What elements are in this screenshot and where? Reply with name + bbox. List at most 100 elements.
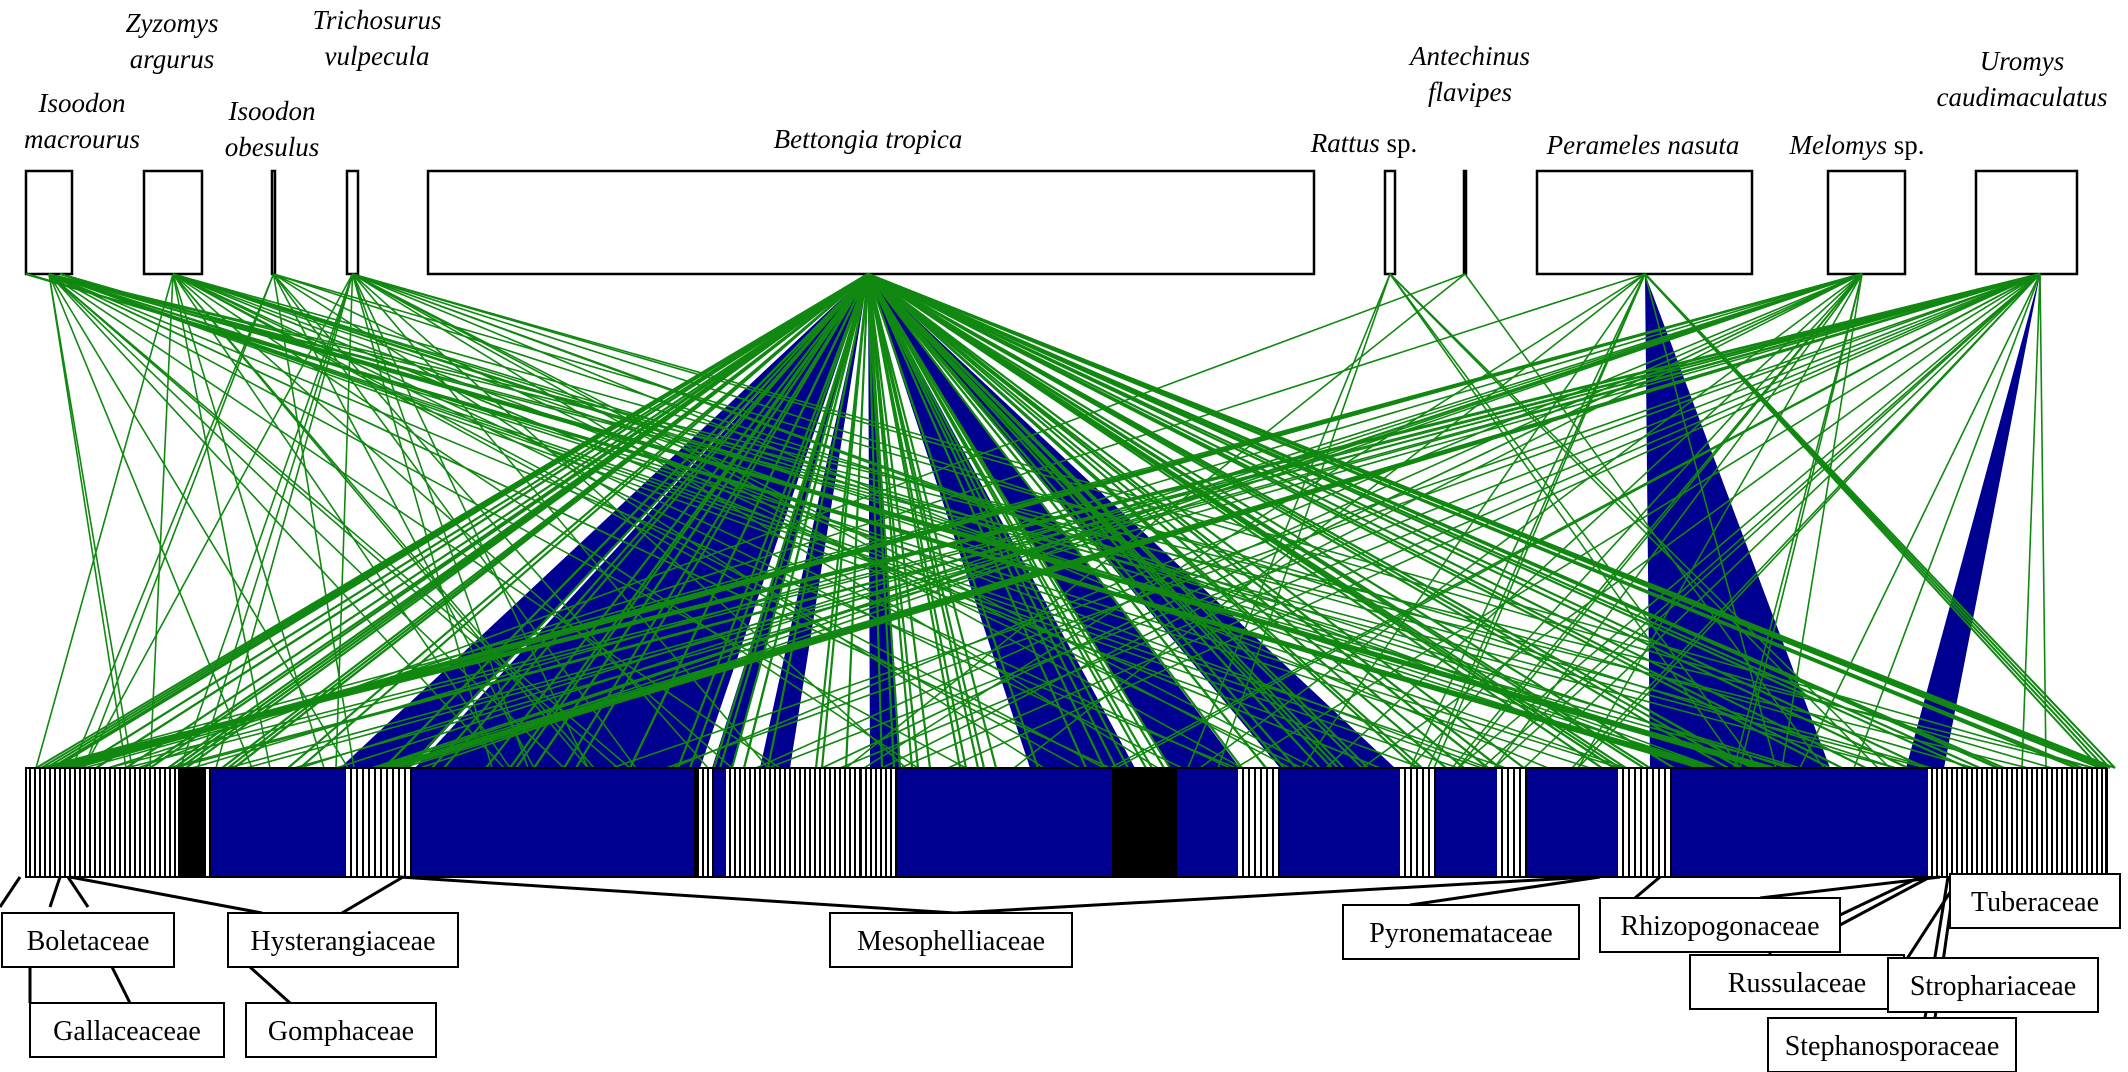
fungal-taxon-stripe-edge bbox=[2061, 768, 2063, 877]
fungal-taxon-stripe-edge bbox=[809, 768, 811, 877]
fungal-taxon-stripe-edge bbox=[1404, 768, 1406, 877]
fungal-taxon-stripe bbox=[1988, 768, 1991, 877]
fungal-taxon-stripe bbox=[699, 768, 702, 877]
fungal-taxon-stripe-edge bbox=[1634, 768, 1636, 877]
fungal-taxon-stripe-edge bbox=[1936, 768, 1938, 877]
interaction-link bbox=[766, 273, 870, 769]
fungal-taxon-stripe bbox=[358, 768, 362, 877]
interaction-link bbox=[172, 273, 271, 769]
family-box-frame bbox=[829, 912, 1073, 968]
fungal-taxon-stripe bbox=[882, 768, 885, 877]
family-box-frame bbox=[245, 1002, 437, 1058]
species-label-suffix: sp. bbox=[1887, 130, 1925, 160]
fungal-taxon-stripe bbox=[2038, 768, 2041, 877]
fungal-taxon-stripe bbox=[364, 768, 368, 877]
fungal-taxon-stripe bbox=[1256, 768, 1260, 877]
fungal-taxon-stripe-edge bbox=[865, 768, 867, 877]
fungal-taxon-stripe bbox=[1993, 768, 1996, 877]
fungal-taxon-stripe-edge bbox=[1507, 768, 1509, 877]
fungal-taxon-stripe-edge bbox=[774, 768, 776, 877]
fungal-taxon-stripe bbox=[101, 768, 104, 877]
fungal-taxon-stripe-edge bbox=[734, 768, 736, 877]
interaction-link bbox=[1493, 273, 2041, 769]
fungal-taxon-stripe bbox=[2048, 768, 2051, 877]
fungal-taxon-stripe-edge bbox=[1525, 768, 1527, 877]
fungal-taxon-stripe bbox=[2008, 768, 2011, 877]
fungal-taxon-stripe bbox=[867, 768, 870, 877]
fungal-taxon-stripe bbox=[2073, 768, 2076, 877]
interaction-link bbox=[1389, 273, 1879, 769]
fungal-taxon-stripe-edge bbox=[2026, 768, 2028, 877]
family-connector-line bbox=[1839, 875, 1931, 927]
fungal-taxon-stripe bbox=[382, 768, 386, 877]
fungal-taxon-stripe-edge bbox=[2101, 768, 2103, 877]
interaction-link bbox=[352, 273, 2053, 769]
fungal-taxon-stripe bbox=[1418, 768, 1422, 877]
fungal-taxon-stripe-edge bbox=[754, 768, 756, 877]
fungal-taxon-stripe-edge bbox=[844, 768, 846, 877]
fungal-taxon-stripe bbox=[151, 768, 154, 877]
species-label-bettongia-tropica: Bettongia tropica bbox=[774, 124, 963, 154]
interaction-link bbox=[814, 273, 870, 769]
interaction-link bbox=[867, 273, 1243, 769]
fungal-taxon-stripe bbox=[2088, 768, 2091, 877]
species-label-line: vulpecula bbox=[325, 41, 430, 71]
interaction-link bbox=[83, 273, 275, 769]
fungal-taxon-stripe bbox=[388, 768, 392, 877]
fungal-taxon-stripe bbox=[1928, 768, 1931, 877]
fungal-taxon-stripe-edge bbox=[1951, 768, 1953, 877]
fungal-taxon-stripe-edge bbox=[2006, 768, 2008, 877]
interaction-link bbox=[59, 273, 1776, 769]
fungal-taxon-stripe-edge bbox=[1996, 768, 1998, 877]
interaction-link bbox=[35, 273, 174, 769]
interaction-link bbox=[867, 273, 1129, 769]
fungal-taxon-stripe-edge bbox=[1422, 768, 1424, 877]
interaction-link bbox=[867, 272, 1999, 770]
fungal-taxon-stripe-edge bbox=[819, 768, 821, 877]
family-label-pyronemataceae: Pyronemataceae bbox=[1369, 918, 1552, 949]
interaction-link bbox=[48, 273, 133, 769]
fungal-taxon-stripe-edge bbox=[89, 768, 91, 877]
interaction-link bbox=[443, 273, 869, 769]
species-label-line: Zyzomys bbox=[126, 8, 219, 38]
fungal-taxon-stripe-edge bbox=[39, 768, 41, 877]
fungal-taxon-stripe bbox=[816, 768, 819, 877]
fungal-taxon-stripe-edge bbox=[1242, 768, 1244, 877]
fungal-taxon-stripe-edge bbox=[1664, 768, 1666, 877]
family-connector-line bbox=[0, 876, 22, 908]
fungal-taxon-stripe bbox=[136, 768, 139, 877]
interaction-link bbox=[1389, 273, 1741, 769]
interaction-link bbox=[867, 273, 1927, 769]
fungal-taxon-stripe-edge bbox=[875, 768, 877, 877]
family-connector-line bbox=[248, 965, 292, 1005]
interaction-link bbox=[1235, 273, 2041, 769]
fungal-taxon-stripe-edge bbox=[744, 768, 746, 877]
interaction-link bbox=[371, 273, 1863, 769]
fungal-taxon-stripe bbox=[161, 768, 164, 877]
species-label-line: Antechinus bbox=[1408, 41, 1530, 71]
fungal-taxon-stripe bbox=[131, 768, 134, 877]
species-label-line: Melomys bbox=[1789, 130, 1887, 160]
fungal-taxon-stripe-edge bbox=[79, 768, 81, 877]
fungal-taxon-stripe bbox=[76, 768, 79, 877]
family-box-tuberaceae: Tuberaceae bbox=[1949, 873, 2121, 929]
species-label-line: Uromys bbox=[1980, 46, 2065, 76]
family-box-frame bbox=[227, 912, 459, 968]
species-box-uromys-caudimaculatus bbox=[1974, 169, 2079, 276]
fungal-taxon-stripe bbox=[2058, 768, 2061, 877]
fungal-taxon-stripe-edge bbox=[702, 768, 704, 877]
interaction-link bbox=[1325, 273, 1863, 769]
interaction-link bbox=[172, 273, 511, 769]
fungal-taxon-stripe bbox=[71, 768, 74, 877]
family-label-strophariaceae: Strophariaceae bbox=[1910, 971, 2076, 1002]
interaction-link bbox=[227, 273, 869, 769]
family-label-stephanosporaceae: Stephanosporaceae bbox=[1785, 1031, 2000, 1062]
fungal-taxon-stripe bbox=[811, 768, 814, 877]
fungal-taxon-stripe bbox=[892, 768, 895, 877]
species-box-trichosurus-vulpecula bbox=[345, 169, 360, 276]
family-label-rhizopogonaceae: Rhizopogonaceae bbox=[1620, 911, 1819, 942]
fungal-taxon-stripe-edge bbox=[44, 768, 46, 877]
interaction-link bbox=[1457, 273, 2041, 769]
interaction-link bbox=[351, 273, 907, 769]
